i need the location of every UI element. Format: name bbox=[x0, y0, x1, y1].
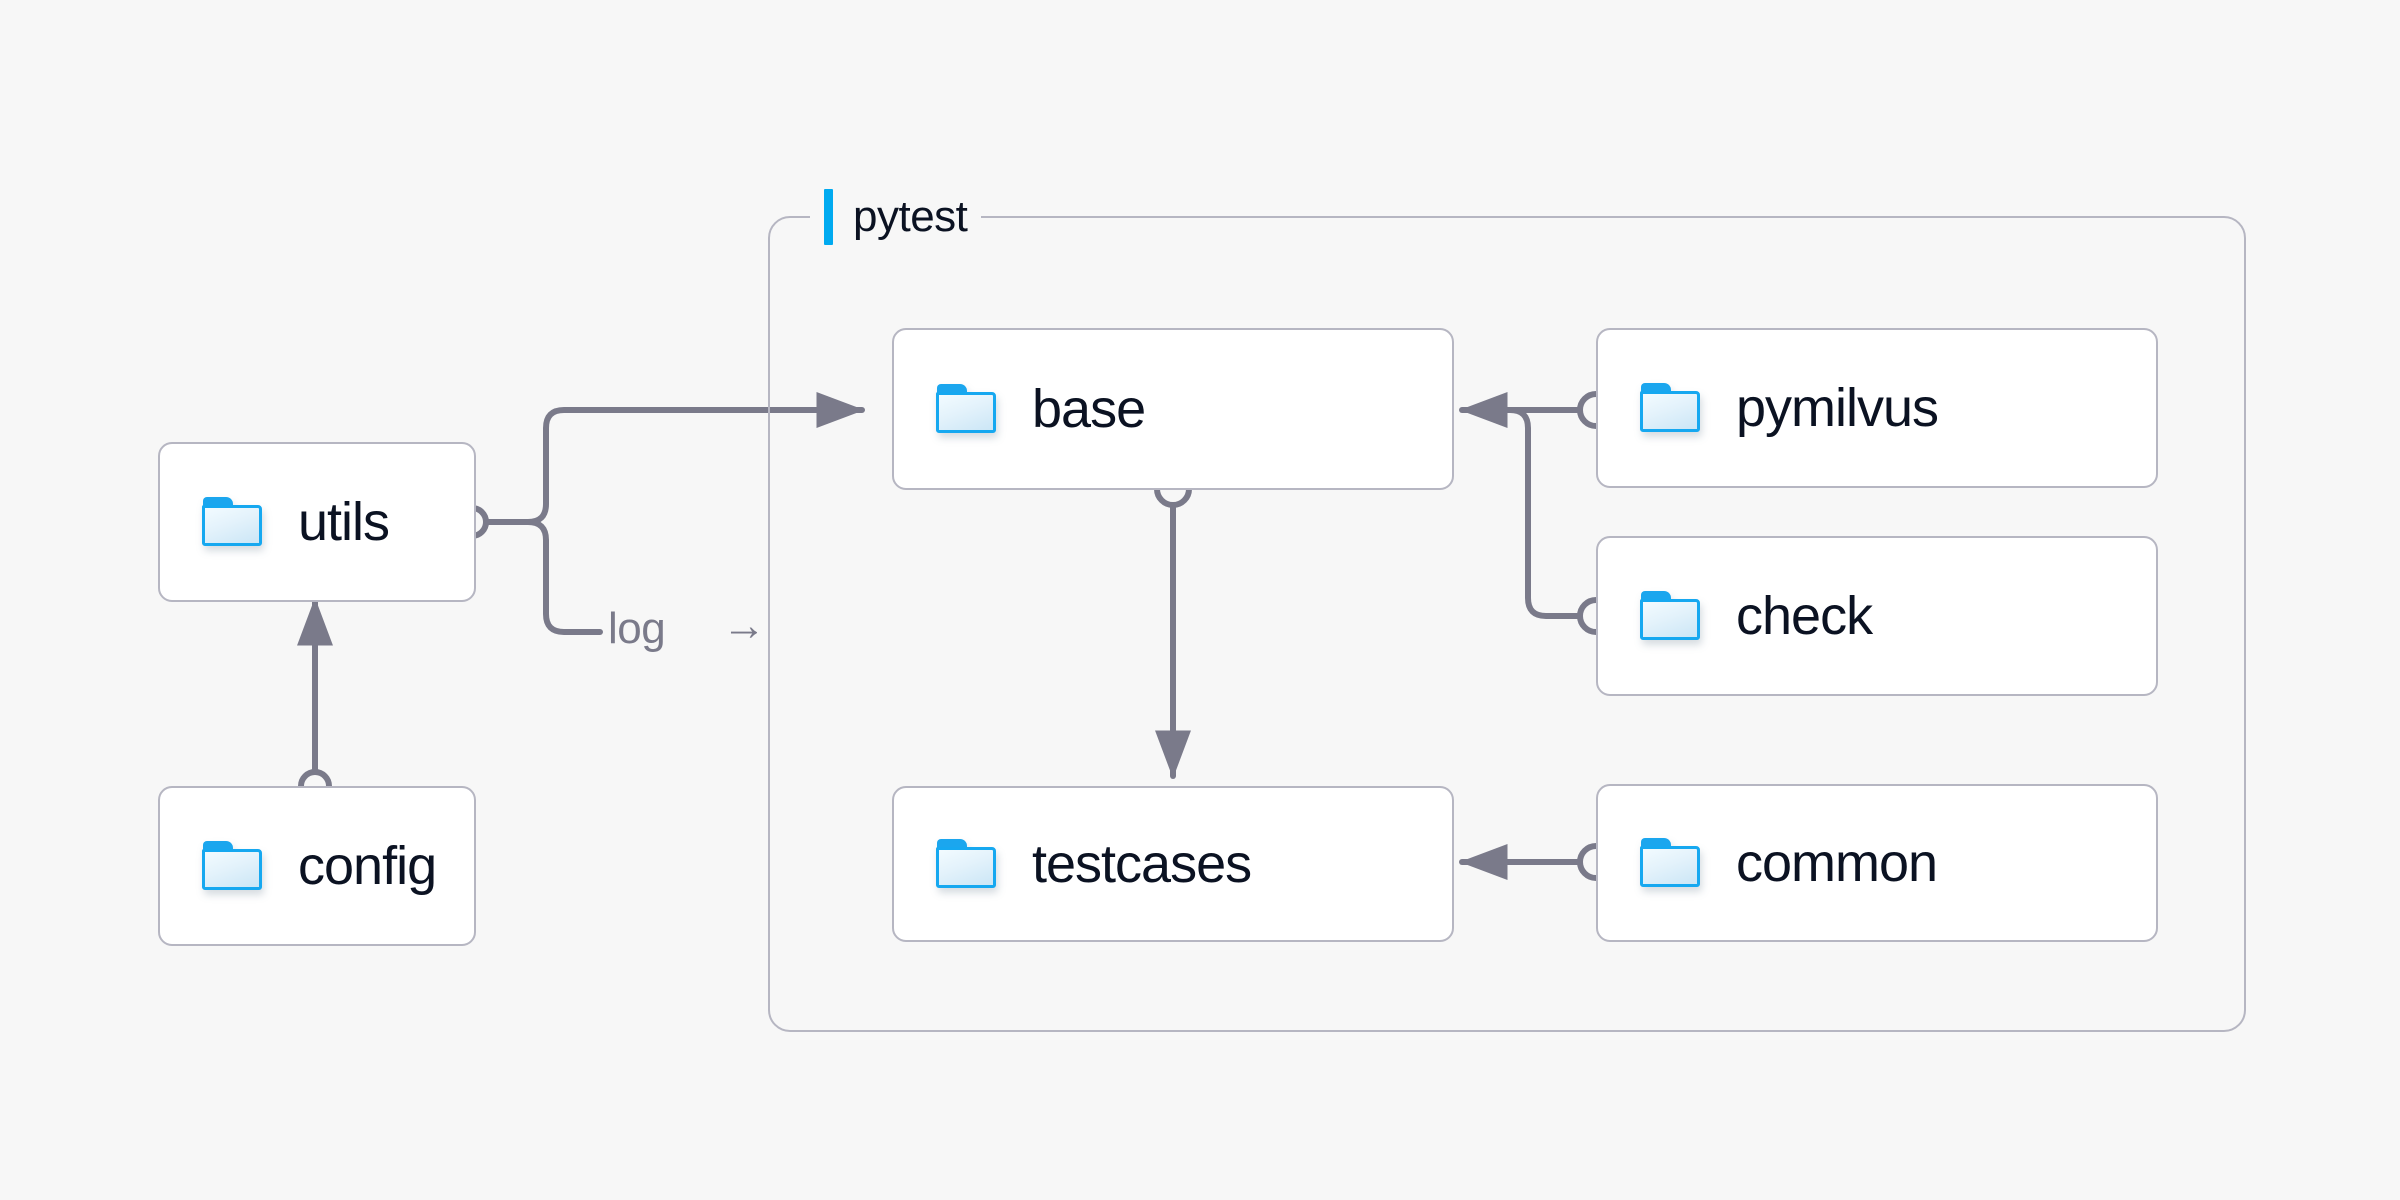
node-base-label: base bbox=[1032, 379, 1146, 439]
node-common[interactable]: common bbox=[1596, 784, 2158, 942]
folder-icon bbox=[1640, 838, 1702, 888]
node-testcases-label: testcases bbox=[1032, 834, 1252, 894]
group-pytest-label-wrap: pytest bbox=[810, 188, 982, 246]
node-base[interactable]: base bbox=[892, 328, 1454, 490]
node-utils[interactable]: utils bbox=[158, 442, 476, 602]
node-testcases[interactable]: testcases bbox=[892, 786, 1454, 942]
edge-utils-log bbox=[525, 519, 603, 635]
folder-icon bbox=[936, 839, 998, 889]
group-accent-bar bbox=[824, 189, 833, 245]
node-pymilvus[interactable]: pymilvus bbox=[1596, 328, 2158, 488]
node-pymilvus-label: pymilvus bbox=[1736, 378, 1939, 438]
node-config-label: config bbox=[298, 836, 437, 896]
node-config[interactable]: config bbox=[158, 786, 476, 946]
group-pytest[interactable] bbox=[768, 216, 2246, 1032]
node-check[interactable]: check bbox=[1596, 536, 2158, 696]
edge-label-log: log bbox=[608, 604, 666, 653]
group-pytest-label: pytest bbox=[853, 192, 968, 241]
folder-icon bbox=[202, 841, 264, 891]
edge-log-arrow-icon: → bbox=[722, 601, 766, 650]
folder-icon bbox=[202, 497, 264, 547]
folder-icon bbox=[1640, 383, 1702, 433]
node-check-label: check bbox=[1736, 586, 1873, 646]
folder-icon bbox=[936, 384, 998, 434]
node-utils-label: utils bbox=[298, 492, 390, 552]
node-common-label: common bbox=[1736, 833, 1938, 893]
folder-icon bbox=[1640, 591, 1702, 641]
